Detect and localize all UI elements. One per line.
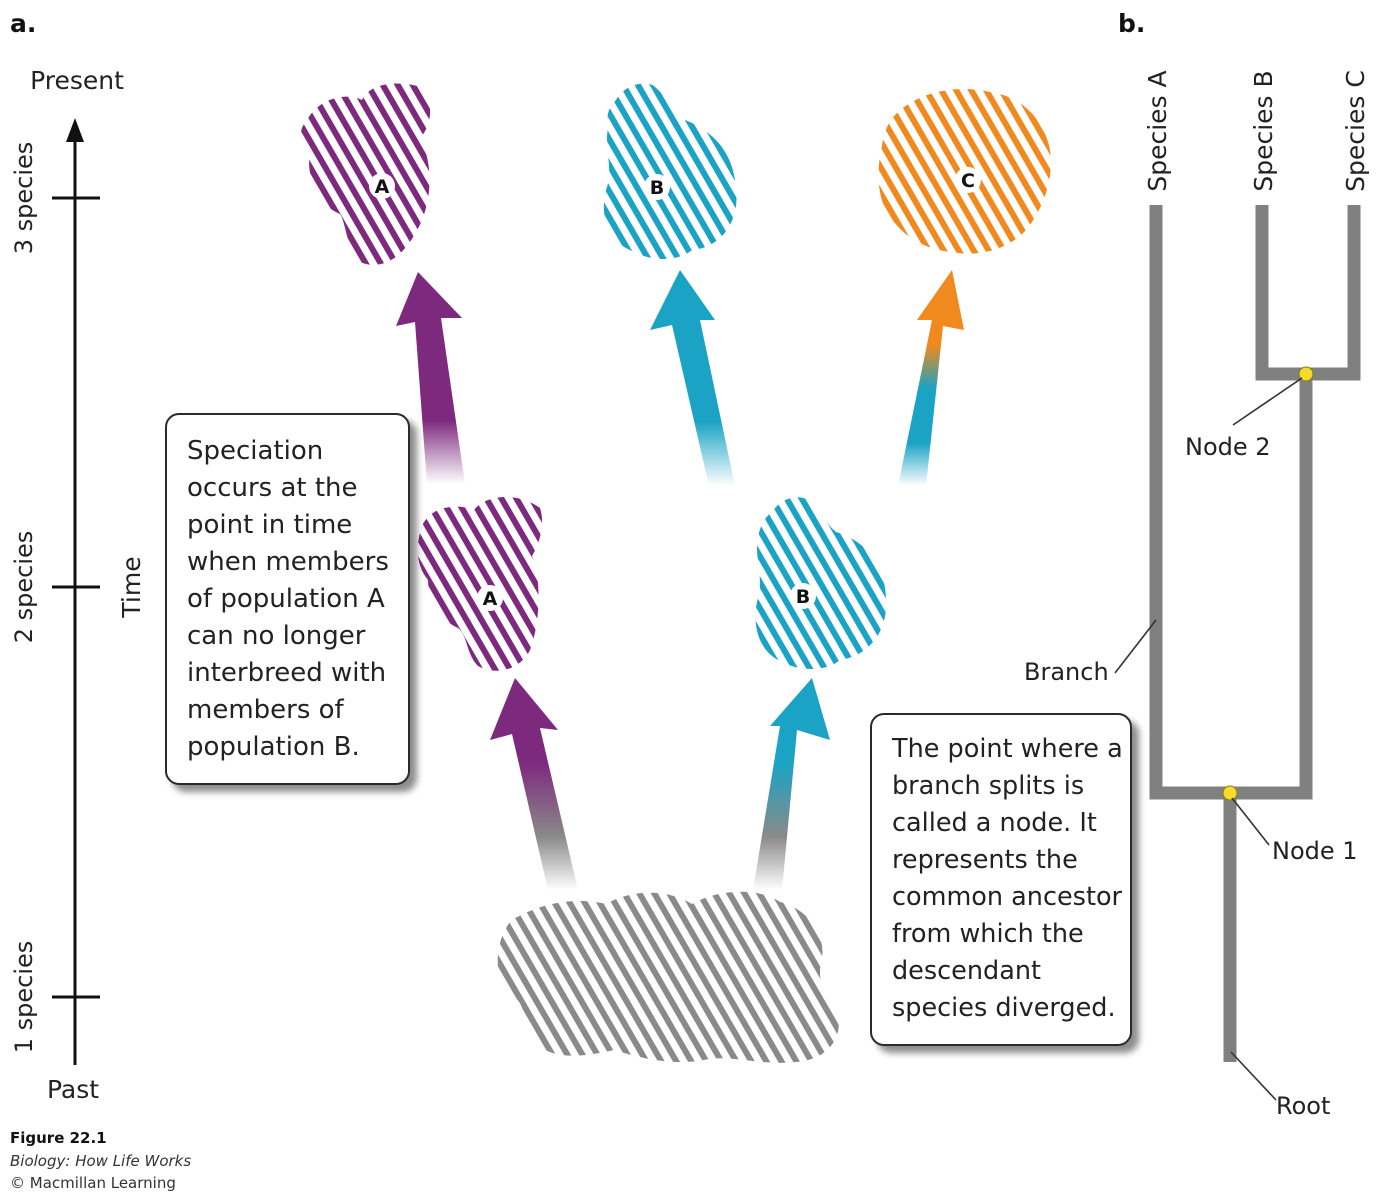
population-label: A — [375, 176, 390, 198]
population-a-past: A — [417, 496, 543, 671]
speciation-callout: Speciation occurs at the point in time w… — [165, 413, 410, 785]
lower-arrow-a — [490, 678, 578, 890]
tick-label-3-species: 3 species — [10, 142, 38, 255]
figure-number: Figure 22.1 — [10, 1129, 107, 1147]
ancestral-population — [497, 891, 839, 1063]
arrow-up-icon — [66, 118, 84, 142]
tick-label-1-species: 1 species — [10, 941, 38, 1054]
time-axis-past-label: Past — [47, 1075, 99, 1104]
panel-a-label: a. — [10, 9, 36, 38]
root-label: Root — [1276, 1092, 1330, 1120]
tick-label-2-species: 2 species — [10, 531, 38, 644]
node-2-marker — [1298, 366, 1314, 382]
node-1-marker — [1222, 785, 1238, 801]
population-b-past: B — [755, 497, 887, 669]
lower-arrow-b — [753, 678, 830, 890]
node-2-label: Node 2 — [1185, 433, 1271, 461]
population-label: B — [650, 177, 664, 199]
branch-label: Branch — [1024, 658, 1109, 686]
population-c-present: C — [878, 88, 1051, 254]
node-callout: The point where a branch splits is calle… — [870, 713, 1132, 1046]
node-1-label: Node 1 — [1272, 837, 1358, 865]
population-label: B — [796, 586, 810, 608]
phylogenetic-tree: Species A Species B Species C Node 2 Bra… — [1024, 70, 1370, 1120]
population-b-present: B — [603, 83, 737, 259]
publisher-credit: © Macmillan Learning — [10, 1174, 176, 1192]
population-label: A — [483, 588, 498, 610]
time-axis: Present Past Time 3 species 2 species 1 … — [10, 66, 146, 1104]
book-title: Biology: How Life Works — [10, 1152, 192, 1170]
time-axis-present-label: Present — [30, 66, 124, 95]
upper-arrow-c — [898, 270, 964, 486]
upper-arrow-b — [650, 270, 735, 486]
time-axis-title: Time — [117, 556, 146, 618]
species-c-label: Species C — [1341, 70, 1370, 192]
upper-arrow-a — [396, 272, 465, 484]
species-a-label: Species A — [1143, 70, 1172, 191]
species-b-label: Species B — [1249, 70, 1278, 191]
population-label: C — [961, 170, 975, 192]
panel-b-label: b. — [1118, 9, 1145, 38]
population-a-present: A — [301, 83, 431, 265]
